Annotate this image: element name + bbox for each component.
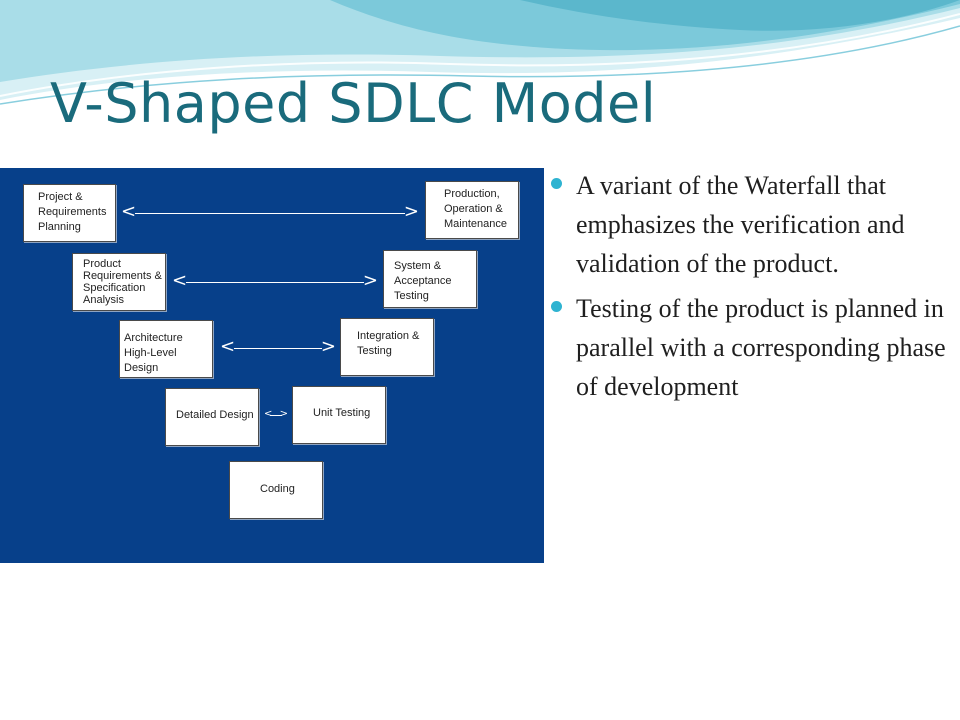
box-label: Product Requirements & Specification Ana… [83, 258, 162, 306]
bullet-item: Testing of the product is planned in par… [548, 289, 948, 406]
box-label: Coding [260, 483, 295, 495]
box-label: System & Acceptance Testing [394, 260, 452, 302]
arrow-detailed-to-unit: < > [264, 407, 288, 423]
box-label: Project & Requirements Planning [38, 191, 107, 233]
arrow-line [186, 282, 364, 283]
arrowhead-right: > [403, 201, 419, 223]
arrowhead-left: < [264, 408, 273, 420]
bullet-dot-icon [551, 178, 562, 189]
arrow-planning-to-maintenance: < > [121, 203, 419, 223]
box-coding: Coding [229, 461, 323, 519]
box-integration-testing: Integration & Testing [340, 318, 434, 376]
arrow-architecture-to-integration: < > [220, 338, 336, 358]
bullet-dot-icon [551, 301, 562, 312]
box-label: Integration & Testing [357, 330, 420, 357]
bullet-item: A variant of the Waterfall that emphasiz… [548, 166, 948, 283]
arrowhead-left: < [220, 336, 236, 358]
arrowhead-right: > [279, 408, 288, 420]
box-label: Architecture High-Level Design [124, 332, 183, 374]
box-detailed-design: Detailed Design [165, 388, 259, 446]
box-label: Unit Testing [313, 407, 371, 419]
arrow-line [135, 213, 405, 214]
arrow-line [270, 415, 282, 416]
header-wave-decoration [0, 0, 960, 105]
arrow-requirements-to-acceptance: < > [172, 272, 378, 292]
box-production-operation-maintenance: Production, Operation & Maintenance [425, 181, 519, 239]
arrowhead-left: < [121, 201, 137, 223]
box-label: Production, Operation & Maintenance [444, 188, 507, 230]
box-label: Detailed Design [176, 409, 254, 421]
box-product-requirements-specification: Product Requirements & Specification Ana… [72, 253, 166, 311]
box-project-requirements-planning: Project & Requirements Planning [23, 184, 116, 242]
arrow-line [234, 348, 322, 349]
bullet-list: A variant of the Waterfall that emphasiz… [548, 166, 948, 412]
arrowhead-left: < [172, 270, 188, 292]
bullet-text: Testing of the product is planned in par… [576, 294, 946, 401]
bullet-text: A variant of the Waterfall that emphasiz… [576, 171, 905, 278]
slide-title: V-Shaped SDLC Model [50, 72, 657, 135]
arrowhead-right: > [320, 336, 336, 358]
box-system-acceptance-testing: System & Acceptance Testing [383, 250, 477, 308]
box-architecture-high-level-design: Architecture High-Level Design [119, 320, 213, 378]
v-model-diagram: Project & Requirements Planning Producti… [0, 168, 544, 563]
box-unit-testing: Unit Testing [292, 386, 386, 444]
arrowhead-right: > [362, 270, 378, 292]
